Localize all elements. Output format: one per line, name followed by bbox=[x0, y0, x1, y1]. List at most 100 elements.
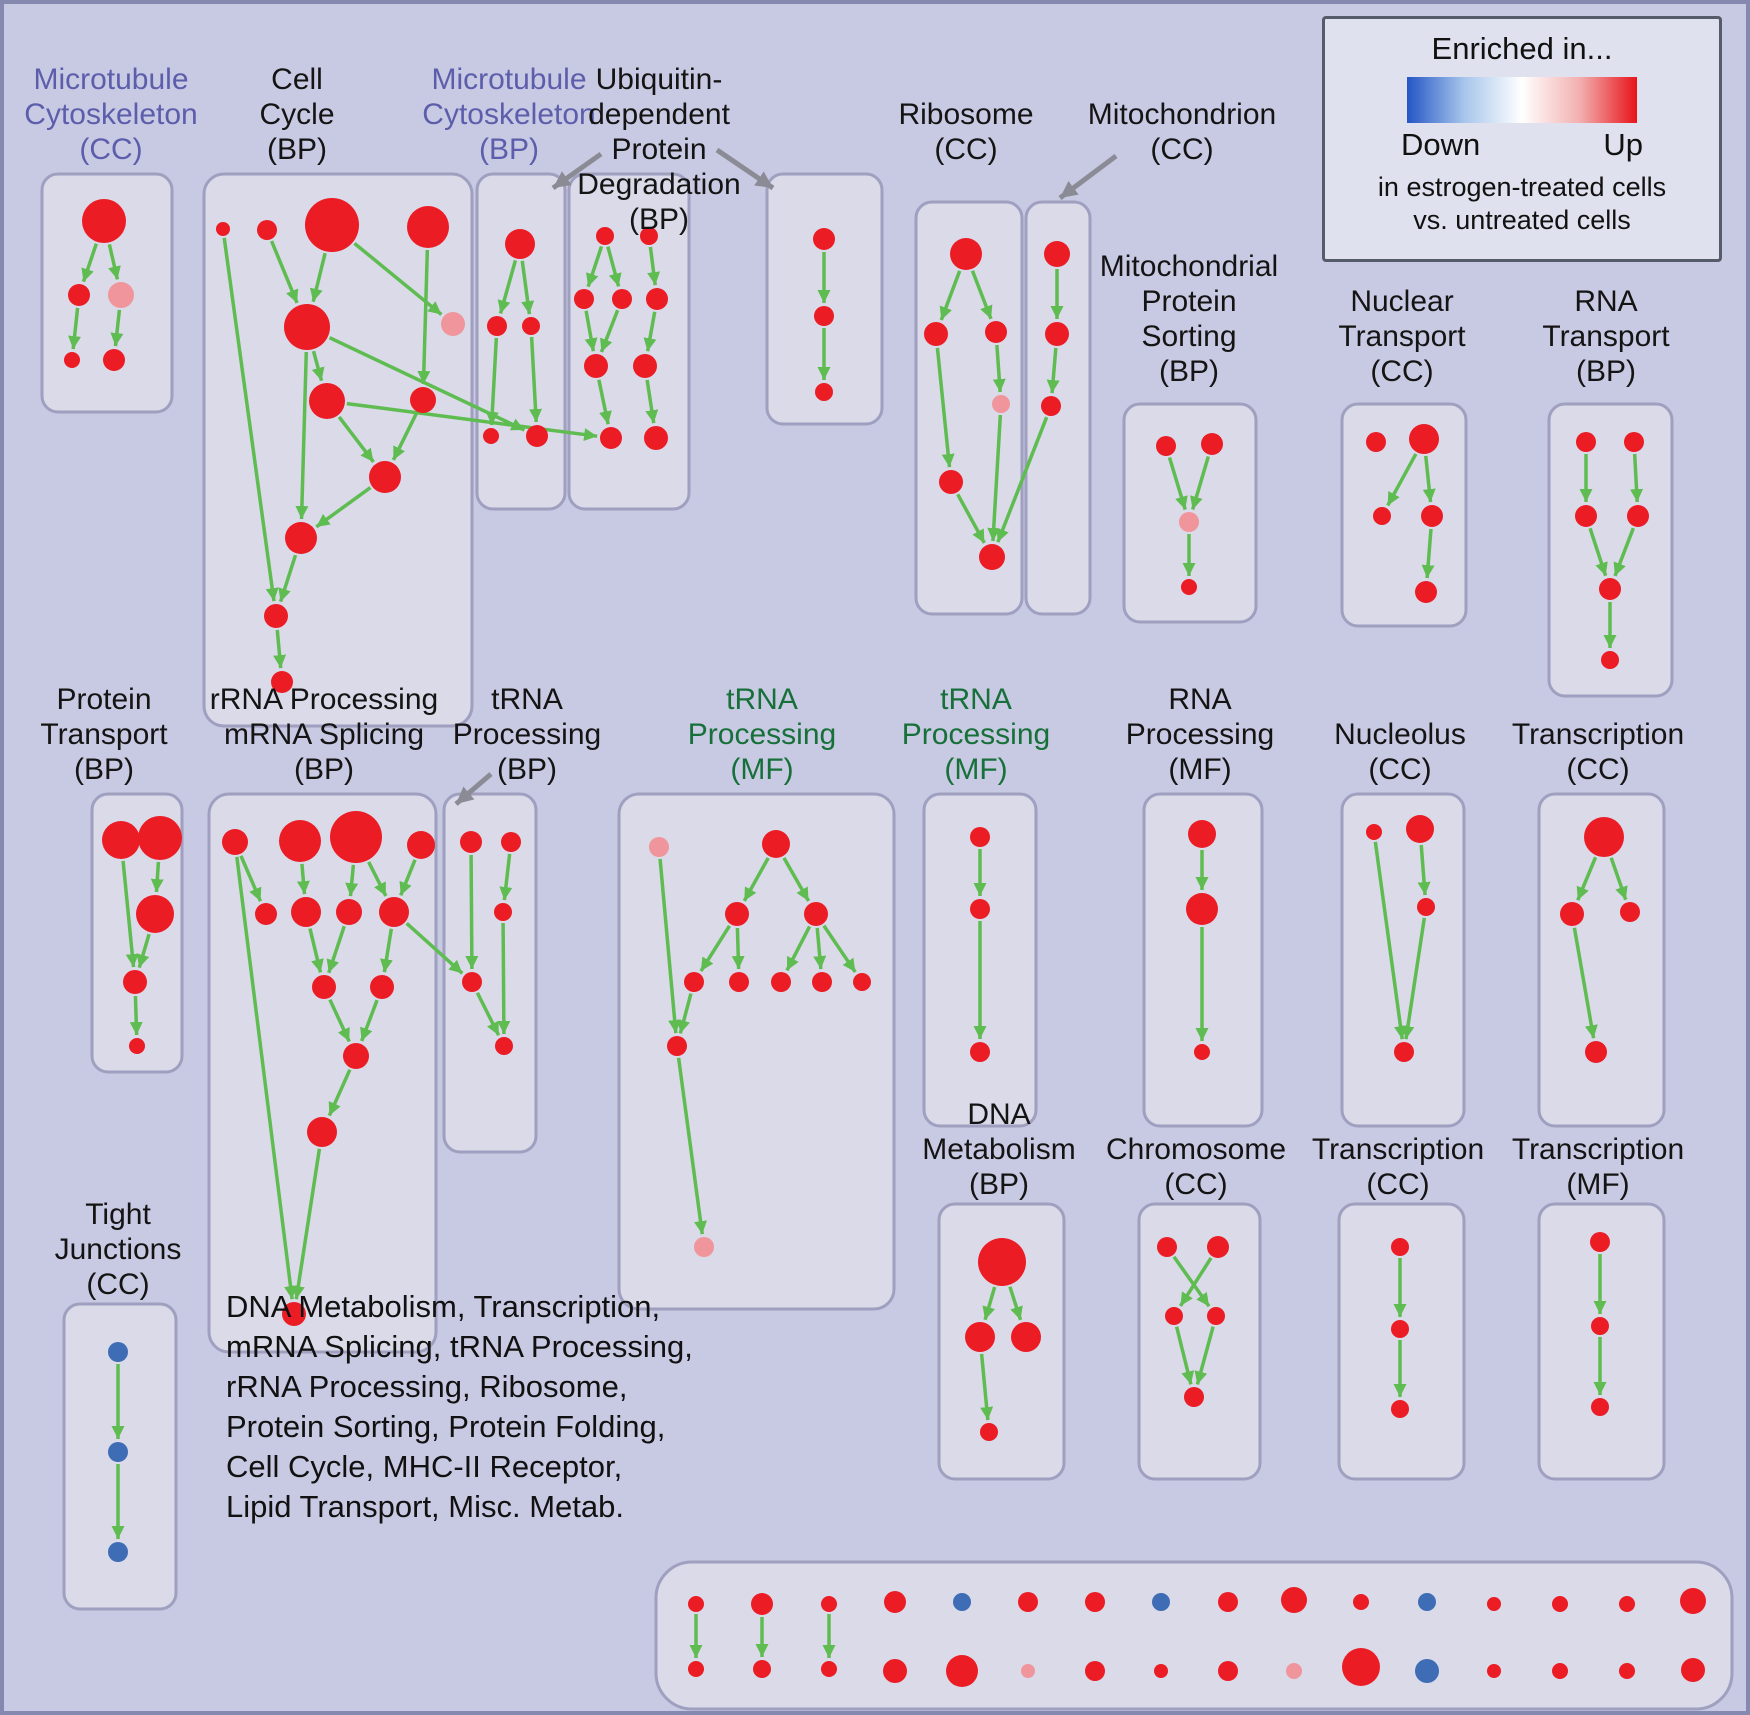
go-node-s2 bbox=[762, 830, 790, 858]
edge-t4-t5 bbox=[475, 991, 501, 1037]
edge-mp2-mp3 bbox=[1190, 455, 1211, 511]
go-node-c6 bbox=[441, 312, 465, 336]
go-node-t1 bbox=[460, 831, 482, 853]
go-node-q4 bbox=[407, 831, 435, 859]
go-node-g2 bbox=[1591, 1317, 1609, 1335]
go-node-k10b bbox=[1286, 1663, 1302, 1679]
cluster-box-nuclear_transport bbox=[1340, 402, 1468, 628]
go-node-c11 bbox=[264, 604, 288, 628]
edge-r2-r5 bbox=[935, 347, 955, 468]
edge-q2-q6 bbox=[296, 863, 310, 895]
annotation-arrow-1 bbox=[551, 151, 603, 191]
edge-d2-d4 bbox=[979, 1353, 994, 1421]
go-node-r5 bbox=[939, 470, 963, 494]
edge-q8-t4 bbox=[405, 922, 464, 975]
go-node-u5 bbox=[646, 288, 668, 310]
edge-s1-s10 bbox=[658, 858, 682, 1034]
footnote-line: Lipid Transport, Misc. Metab. bbox=[226, 1489, 624, 1524]
cluster-label-nucleolus_cc: Nucleolus(CC) bbox=[1334, 718, 1466, 786]
edge-a2-a4 bbox=[68, 307, 82, 350]
edge-d1-d2 bbox=[982, 1286, 997, 1321]
go-node-d4 bbox=[980, 1423, 998, 1441]
edge-y3-y4 bbox=[1401, 917, 1427, 1040]
edge-p1-p4 bbox=[121, 860, 139, 968]
edge-p2-p3 bbox=[150, 861, 164, 893]
go-node-mp2 bbox=[1201, 433, 1223, 455]
go-node-q7 bbox=[336, 899, 362, 925]
edge-u1-u4 bbox=[606, 246, 622, 287]
go-node-t4 bbox=[462, 972, 482, 992]
go-node-k9t bbox=[1218, 1592, 1238, 1612]
cluster-box-transcription_cc_mid bbox=[1537, 792, 1666, 1128]
go-node-k13b bbox=[1487, 1664, 1501, 1678]
go-node-a2 bbox=[68, 284, 90, 306]
go-node-u6 bbox=[584, 354, 608, 378]
go-node-u3 bbox=[574, 289, 594, 309]
go-node-b4 bbox=[526, 425, 548, 447]
edge-q3-q8 bbox=[367, 861, 388, 897]
edge-u5-u7 bbox=[643, 311, 657, 352]
go-node-y4 bbox=[1394, 1042, 1414, 1062]
go-node-e2 bbox=[1207, 1236, 1229, 1258]
edge-c10-c11 bbox=[278, 554, 298, 603]
go-node-y1 bbox=[1366, 824, 1382, 840]
cluster-label-ribosome_cc: Ribosome(CC) bbox=[898, 98, 1033, 166]
footnote-line: Cell Cycle, MHC-II Receptor, bbox=[226, 1449, 623, 1484]
go-node-c10 bbox=[285, 522, 317, 554]
go-node-a4 bbox=[64, 352, 80, 368]
edge-r5-r6 bbox=[956, 493, 986, 544]
go-node-q2 bbox=[279, 820, 321, 862]
go-node-k12b bbox=[1415, 1659, 1439, 1683]
cluster-box-rrna_mrna bbox=[207, 792, 438, 1354]
go-node-g1 bbox=[1590, 1232, 1610, 1252]
go-node-p2 bbox=[138, 816, 182, 860]
edge-q1-q13 bbox=[235, 856, 297, 1300]
edge-mo3-r6 bbox=[996, 416, 1049, 543]
go-node-f3 bbox=[1391, 1400, 1409, 1418]
edge-mo2-mo3 bbox=[1046, 347, 1060, 394]
go-node-u7 bbox=[633, 354, 657, 378]
edge-t1-t4 bbox=[465, 854, 479, 970]
go-node-q5 bbox=[255, 903, 277, 925]
go-node-c9 bbox=[369, 461, 401, 493]
edge-c2-c5 bbox=[269, 240, 299, 304]
go-node-b3 bbox=[522, 317, 540, 335]
go-node-s7 bbox=[771, 972, 791, 992]
go-node-r6 bbox=[979, 544, 1005, 570]
edge-c7-c9 bbox=[337, 415, 375, 463]
go-node-k3b bbox=[821, 1661, 837, 1677]
go-node-k15t bbox=[1619, 1596, 1635, 1612]
go-node-k1t bbox=[688, 1596, 704, 1612]
go-node-v1 bbox=[813, 228, 835, 250]
go-node-u2 bbox=[640, 227, 658, 245]
edge-u4-u6 bbox=[599, 309, 620, 353]
go-node-k16b bbox=[1681, 1658, 1705, 1682]
cluster-box-mixed_terms bbox=[654, 1560, 1734, 1711]
edge-rt2-rt4 bbox=[1630, 453, 1644, 503]
edge-u7-u9 bbox=[645, 379, 659, 424]
cluster-label-transcription_cc_bot: Transcription(CC) bbox=[1312, 1133, 1484, 1201]
footnote-line: Protein Sorting, Protein Folding, bbox=[226, 1409, 666, 1444]
go-node-a5 bbox=[103, 349, 125, 371]
edge-e4-e5 bbox=[1194, 1326, 1215, 1385]
edge-s3-s5 bbox=[699, 924, 731, 972]
edge-e1-e4 bbox=[1172, 1255, 1211, 1308]
go-node-s11 bbox=[694, 1237, 714, 1257]
go-node-r1 bbox=[950, 238, 982, 270]
go-node-e1 bbox=[1157, 1237, 1177, 1257]
go-node-y2 bbox=[1406, 815, 1434, 843]
edge-z1-z2 bbox=[1576, 856, 1598, 901]
go-node-e5 bbox=[1184, 1387, 1204, 1407]
cluster-box-nucleolus_cc bbox=[1340, 792, 1466, 1128]
edge-t3-t5 bbox=[497, 922, 511, 1035]
go-node-s5 bbox=[684, 972, 704, 992]
footnote: DNA Metabolism, Transcription, mRNA Spli… bbox=[226, 1287, 693, 1527]
cluster-label-transcription_mf: Transcription(MF) bbox=[1512, 1133, 1684, 1201]
go-node-s8 bbox=[812, 972, 832, 992]
go-node-q9 bbox=[312, 975, 336, 999]
cluster-box-trna_bp bbox=[442, 792, 538, 1154]
